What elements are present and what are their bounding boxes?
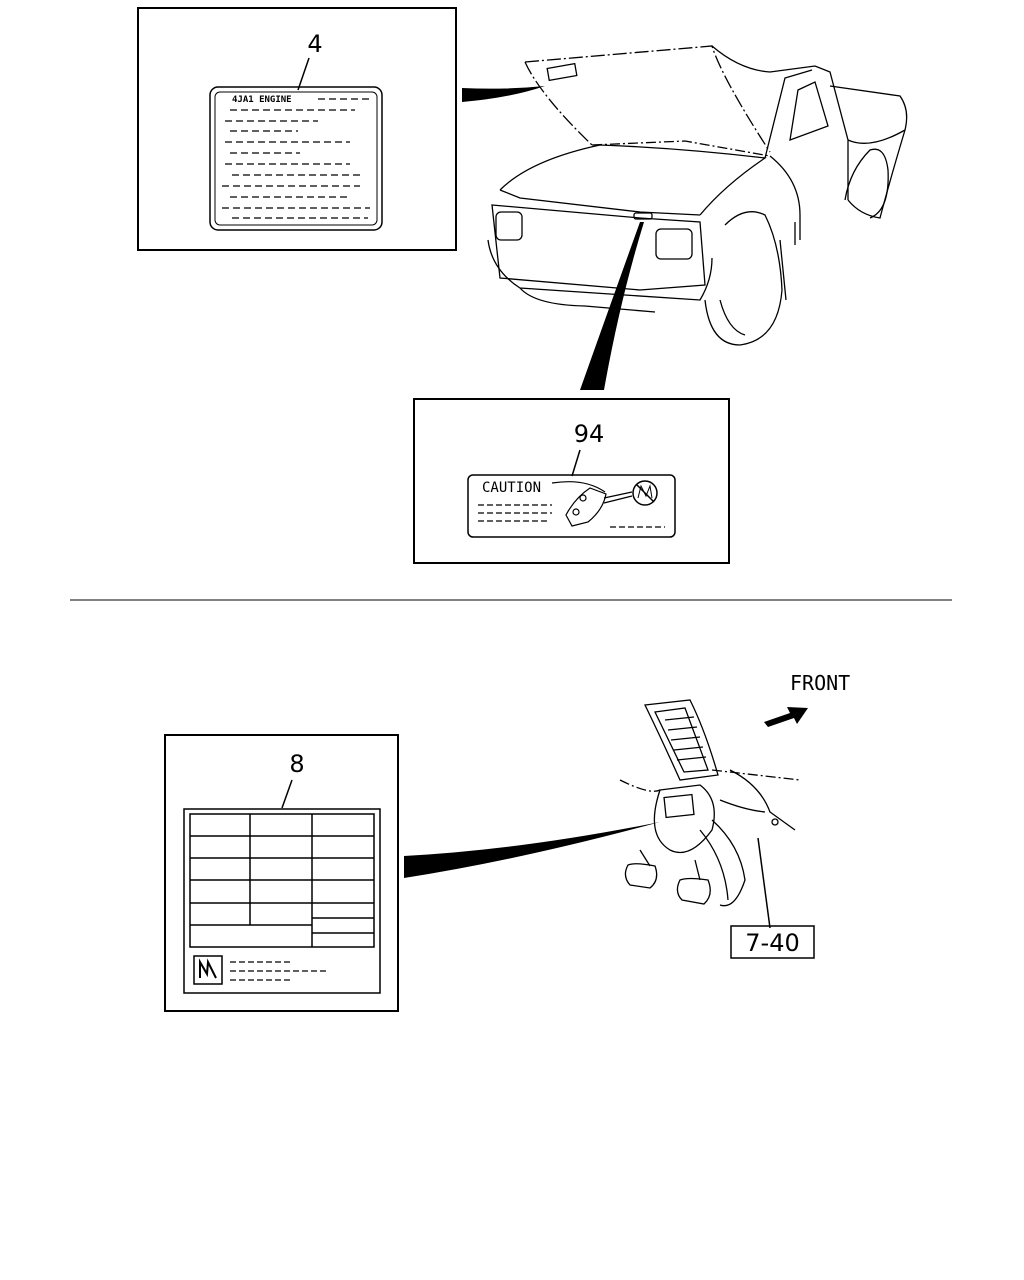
truck-illustration <box>487 45 908 346</box>
caution-label-text-lines <box>478 504 665 528</box>
page-ref-leader <box>757 837 771 929</box>
page-ref-box <box>730 925 815 959</box>
engine-label-title: 4JA1 ENGINE <box>232 95 292 105</box>
front-direction-label: FRONT <box>790 671 850 695</box>
caution-label <box>467 474 676 538</box>
callout-94: 94 <box>574 420 605 448</box>
tire-label-outer <box>183 808 381 994</box>
caution-label-title: CAUTION <box>482 480 541 496</box>
leader-arrow-caution <box>580 222 644 390</box>
tire-label-panel: 8 <box>164 734 399 1012</box>
engine-label-inner <box>214 91 378 226</box>
hood-label-spot <box>546 62 578 82</box>
page-ref-7-40: 7-40 <box>745 929 799 957</box>
leader-arrow-tire <box>404 822 660 878</box>
callout-8: 8 <box>289 750 304 778</box>
leader-arrow-engine <box>462 86 545 102</box>
brand-logo-icon <box>199 958 217 979</box>
brand-logo-box <box>193 955 223 985</box>
hood-latch-icon <box>551 481 633 527</box>
tire-label-table <box>189 813 375 948</box>
front-arrow-icon <box>764 707 808 727</box>
prohibition-icon <box>632 480 658 506</box>
caution-label-panel: 94 CAUTION <box>413 398 730 564</box>
callout-4: 4 <box>307 30 322 58</box>
door-pillar-illustration <box>619 699 801 907</box>
tire-label-text-lines <box>230 961 326 981</box>
engine-label-panel: 4 4JA1 ENGINE <box>137 7 457 251</box>
latch-label-spot <box>633 212 653 220</box>
engine-label-outer <box>209 86 383 231</box>
engine-label-text-lines <box>222 98 370 219</box>
